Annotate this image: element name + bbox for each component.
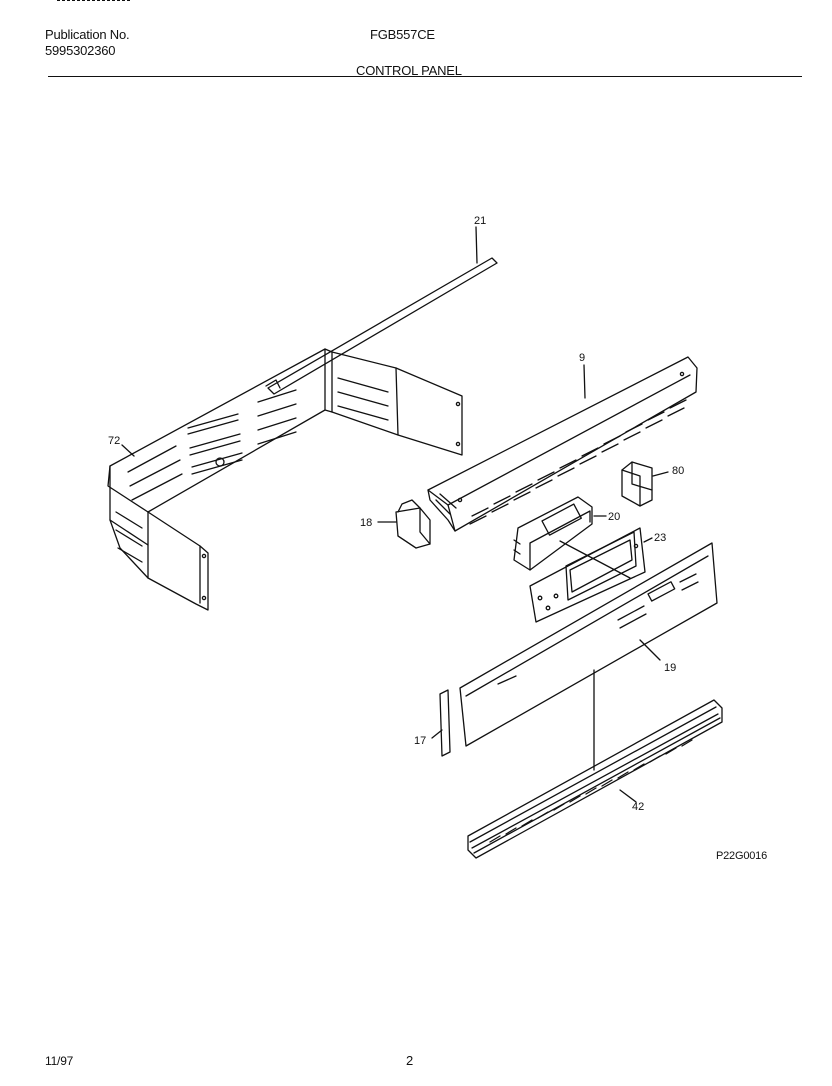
part-9-vented-channel <box>427 356 698 532</box>
figure-code: P22G0016 <box>716 850 767 862</box>
part-42-vent-grille <box>467 699 723 859</box>
callout-17: 17 <box>414 735 426 747</box>
publication-number: 5995302360 <box>45 43 116 58</box>
callout-20: 20 <box>608 511 620 523</box>
part-23-bracket <box>529 527 653 623</box>
part-19-control-overlay <box>459 542 718 771</box>
callout-80: 80 <box>672 465 684 477</box>
callout-19: 19 <box>664 662 676 674</box>
callout-18: 18 <box>360 517 372 529</box>
part-18-clip <box>377 499 431 549</box>
part-80-relay-block <box>621 461 669 507</box>
callout-42: 42 <box>632 801 644 813</box>
publication-label: Publication No. <box>45 27 130 42</box>
top-edge-dash <box>57 0 130 1</box>
part-72-backguard-housing <box>107 348 463 611</box>
callout-23: 23 <box>654 532 666 544</box>
page-number: 2 <box>406 1053 414 1068</box>
callout-21: 21 <box>474 215 486 227</box>
footer-date: 11/97 <box>45 1054 74 1068</box>
part-21-trim-strip <box>267 226 498 395</box>
section-title: CONTROL PANEL <box>356 63 462 78</box>
part-17-end-trim <box>431 689 451 757</box>
part-20-control-module <box>513 496 607 571</box>
callout-72: 72 <box>108 435 120 447</box>
model-number: FGB557CE <box>370 27 435 42</box>
callout-9: 9 <box>579 352 585 364</box>
header-rule <box>48 76 802 77</box>
